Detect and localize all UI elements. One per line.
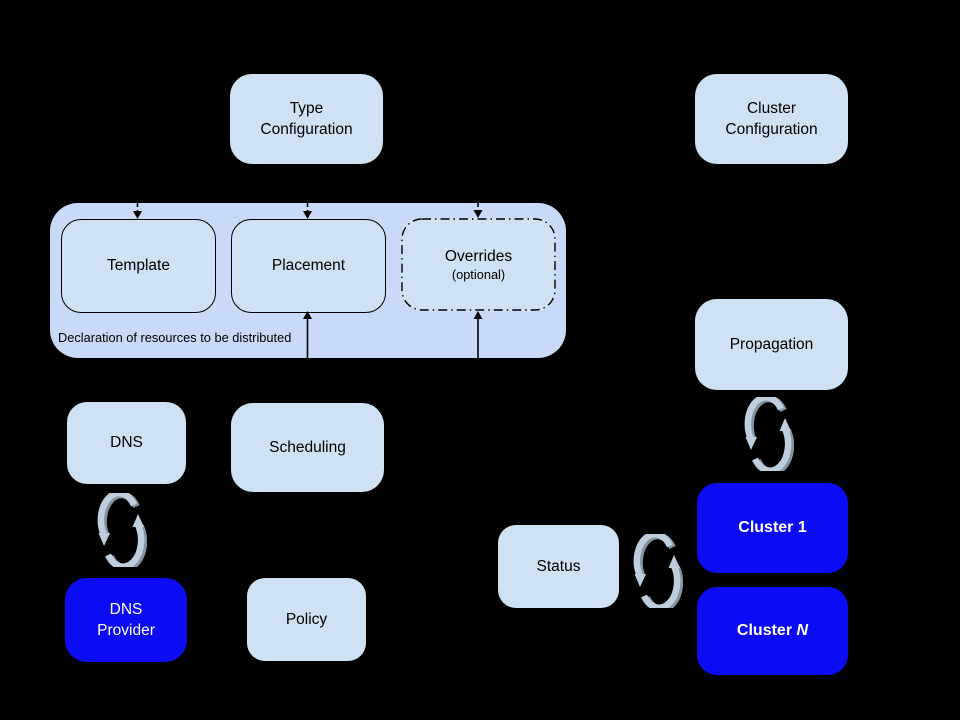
node-overrides-sublabel: (optional) bbox=[451, 266, 506, 282]
node-cluster-1: Cluster 1 bbox=[697, 483, 848, 573]
node-policy-label: Policy bbox=[285, 610, 328, 628]
node-propagation-label: Propagation bbox=[729, 335, 814, 353]
node-template: Template bbox=[61, 219, 216, 313]
node-placement-label: Placement bbox=[271, 257, 346, 275]
sync-icon bbox=[97, 493, 147, 567]
node-dns-provider: DNS Provider bbox=[65, 578, 187, 662]
node-dns-provider-label: DNS Provider bbox=[97, 600, 155, 639]
node-cluster-n-label-prefix: Cluster bbox=[736, 621, 797, 639]
node-cluster-configuration-label: Cluster Configuration bbox=[725, 99, 818, 138]
node-type-configuration: Type Configuration bbox=[230, 74, 383, 164]
overrides-dashdot-border bbox=[401, 218, 556, 311]
node-cluster-1-label: Cluster 1 bbox=[738, 518, 807, 536]
node-cluster-n-label: Cluster N bbox=[737, 620, 808, 642]
node-overrides-label: Overrides bbox=[444, 248, 513, 266]
node-overrides: Overrides (optional) bbox=[401, 218, 556, 311]
node-scheduling: Scheduling bbox=[231, 403, 384, 492]
sync-icon bbox=[633, 534, 683, 608]
node-type-configuration-label: Type Configuration bbox=[260, 99, 353, 138]
resource-declaration-caption: Declaration of resources to be distribut… bbox=[58, 330, 292, 345]
node-propagation: Propagation bbox=[695, 299, 848, 390]
node-policy: Policy bbox=[247, 578, 366, 661]
node-dns-label: DNS bbox=[110, 434, 143, 452]
node-cluster-n-label-suffix: N bbox=[796, 621, 809, 639]
node-cluster-configuration: Cluster Configuration bbox=[695, 74, 848, 164]
node-template-label: Template bbox=[107, 257, 170, 275]
node-status-label: Status bbox=[536, 557, 581, 575]
sync-icon bbox=[744, 397, 794, 471]
node-dns: DNS bbox=[67, 402, 186, 484]
node-status: Status bbox=[498, 525, 619, 608]
node-scheduling-label: Scheduling bbox=[269, 438, 346, 456]
node-placement: Placement bbox=[231, 219, 386, 313]
node-cluster-n: Cluster N bbox=[697, 587, 848, 675]
